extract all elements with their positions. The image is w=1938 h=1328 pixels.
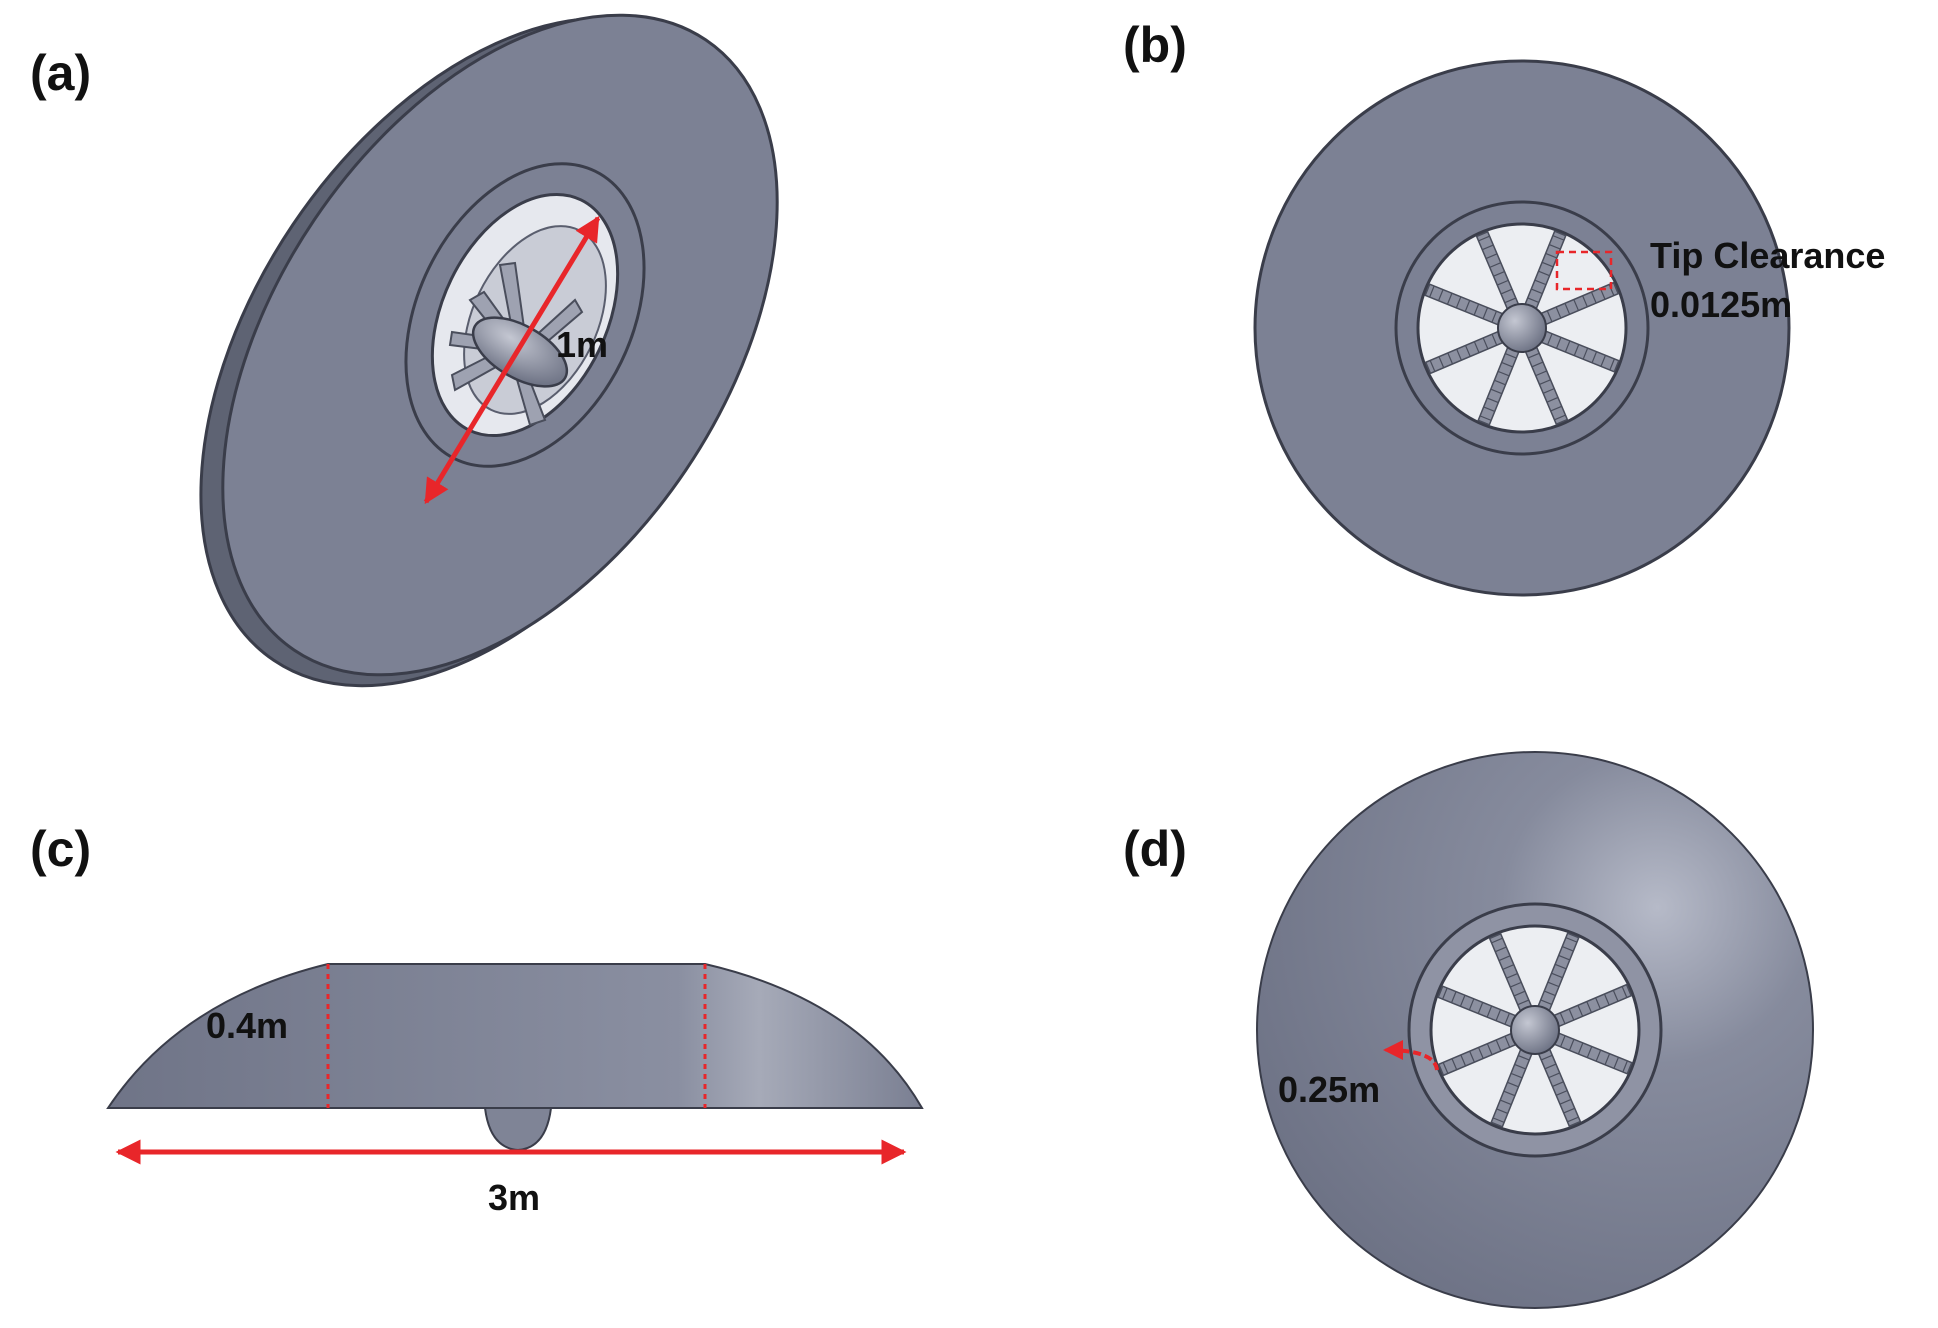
panel-c-label: (c) (30, 821, 91, 877)
panel-a: (a) 1m (30, 13, 779, 688)
tip-clearance-box (1555, 250, 1613, 291)
radius-label: 0.25m (1278, 1069, 1380, 1110)
height-label: 0.4m (206, 1005, 288, 1046)
isometric-disc-body (199, 13, 779, 688)
duct-diameter-label: 1m (556, 324, 608, 365)
side-hub-bulge (483, 1107, 553, 1152)
panel-c: (c) 0.4m 3m (30, 821, 924, 1218)
side-profile-body (106, 963, 924, 1152)
rear-fan-blades (1437, 932, 1633, 1128)
panel-b-label: (b) (1123, 17, 1187, 73)
tip-clearance-value: 0.0125m (1650, 284, 1792, 325)
tip-clearance-title: Tip Clearance (1650, 235, 1885, 276)
front-hub (1497, 303, 1547, 353)
duct-diameter-arrow (423, 215, 601, 505)
rear-blade (1536, 932, 1580, 1013)
width-label: 3m (488, 1177, 540, 1218)
panel-b: (b) Tip Clearance 0.0125m (1123, 17, 1885, 597)
panel-a-label: (a) (30, 45, 91, 101)
rear-hub (1510, 1005, 1560, 1055)
panel-d-label: (d) (1123, 821, 1187, 877)
radius-arrow (1383, 1040, 1439, 1071)
panel-d: (d) 0.25m (1123, 751, 1814, 1309)
